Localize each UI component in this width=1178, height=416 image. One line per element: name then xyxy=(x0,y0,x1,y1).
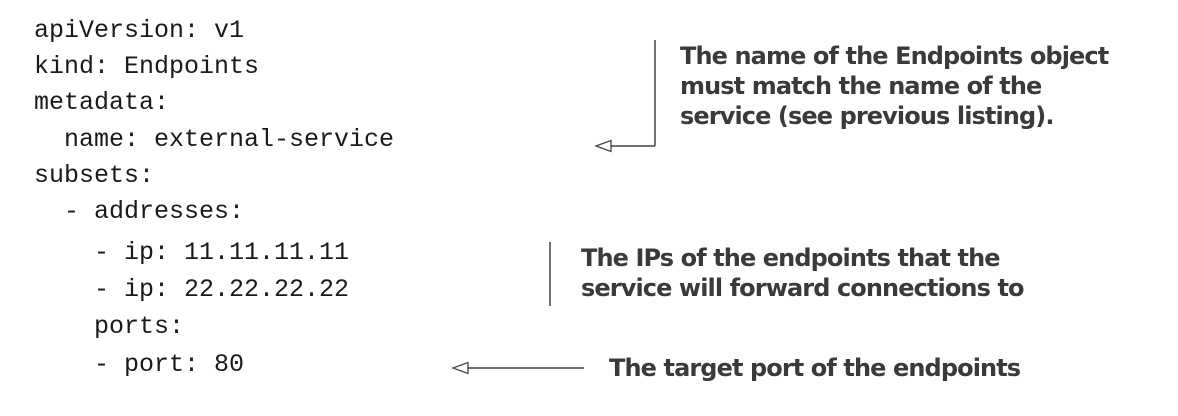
code-line: name: external-service xyxy=(34,125,395,154)
code-line: subsets: xyxy=(34,161,155,190)
annotation-endpoints-name: The name of the Endpoints object must ma… xyxy=(680,41,1109,131)
code-line: - port: 80 xyxy=(34,350,245,379)
annotation-line: service (see previous listing). xyxy=(680,102,1054,130)
code-line: - ip: 11.11.11.11 xyxy=(34,238,350,267)
annotation-line: The target port of the endpoints xyxy=(609,354,1021,382)
code-line: - ip: 22.22.22.22 xyxy=(34,275,350,304)
code-line: metadata: xyxy=(34,88,170,117)
annotation-line: The name of the Endpoints object xyxy=(680,42,1109,70)
code-line: ports: xyxy=(34,312,185,341)
annotation-line: service will forward connections to xyxy=(581,274,1025,302)
code-line: - addresses: xyxy=(34,197,245,226)
annotation-endpoint-ips: The IPs of the endpoints that the servic… xyxy=(581,243,1025,303)
code-line: kind: Endpoints xyxy=(34,52,260,81)
annotation-line: The IPs of the endpoints that the xyxy=(581,244,1001,272)
code-line: apiVersion: v1 xyxy=(34,16,245,45)
annotation-line: must match the name of the xyxy=(680,72,1042,100)
name-callout-arrowhead xyxy=(594,139,612,153)
annotation-target-port: The target port of the endpoints xyxy=(609,353,1021,383)
port-callout-arrowhead xyxy=(451,361,469,375)
